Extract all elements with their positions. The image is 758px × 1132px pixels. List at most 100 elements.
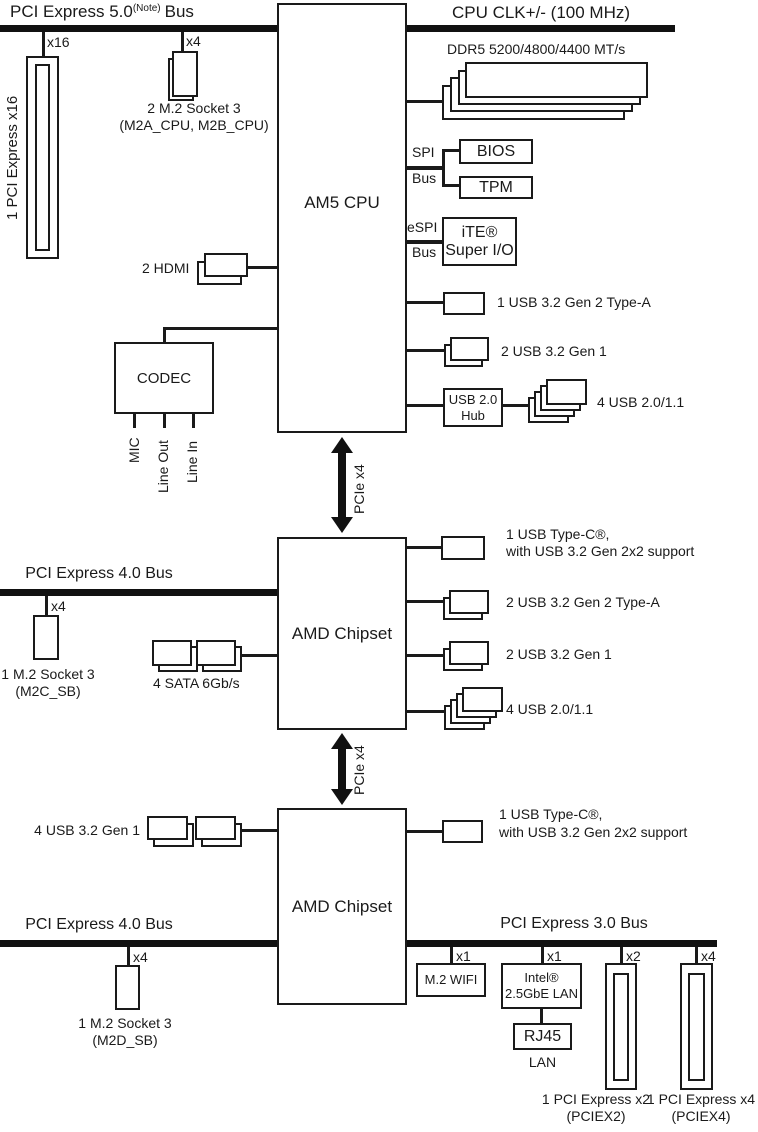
codec-label: CODEC bbox=[136, 369, 192, 387]
arrow-up-icon bbox=[331, 733, 353, 749]
bot-typec-line bbox=[407, 830, 442, 833]
pciex4-lane-label: x4 bbox=[701, 948, 716, 964]
pciex4-slot-inner bbox=[688, 973, 705, 1081]
espi-bus-word2: Bus bbox=[412, 244, 437, 260]
pcie5-bus-title-tail: Bus bbox=[164, 2, 194, 21]
m2d-stub-line bbox=[127, 947, 130, 965]
tpm-label: TPM bbox=[479, 178, 513, 196]
pcie4-bot-bus-title: PCI Express 4.0 Bus bbox=[25, 916, 173, 933]
arrow-down-icon bbox=[331, 517, 353, 533]
rj45-connect-line bbox=[540, 1009, 543, 1023]
cpu-clk-bus-title: CPU CLK+/- (100 MHz) bbox=[451, 3, 631, 22]
mic-line bbox=[133, 413, 136, 428]
bios-connect-line bbox=[445, 149, 459, 152]
pcie5-bus-title: PCI Express 5.0(Note)Bus bbox=[10, 2, 194, 22]
arrow-up-icon bbox=[331, 437, 353, 453]
mid-usb20-port-1 bbox=[462, 687, 503, 712]
m2c-lane-label: x4 bbox=[51, 598, 66, 614]
mid-typec-label-line2: with USB 3.2 Gen 2x2 support bbox=[506, 543, 695, 559]
wifi-label: M.2 WIFI bbox=[424, 972, 478, 987]
cpu-usb20-port-1 bbox=[546, 379, 587, 405]
pcie3-bus-bar bbox=[407, 940, 717, 947]
usb-hub-out-line bbox=[503, 404, 529, 407]
pciex4-label: 1 PCI Express x4 (PCIEX4) bbox=[645, 1091, 757, 1125]
pciex4-label-line1: 1 PCI Express x4 bbox=[646, 1091, 756, 1107]
superio-label-line1: iTE® bbox=[461, 223, 498, 241]
mic-label: MIC bbox=[126, 437, 142, 463]
cpu-usb-typea-line bbox=[407, 301, 443, 304]
pciex2-lane-label: x2 bbox=[626, 948, 641, 964]
mid-gen2a-line bbox=[407, 600, 443, 603]
pcie-x16-slot-inner bbox=[35, 64, 50, 251]
rj45-label: RJ45 bbox=[523, 1027, 562, 1045]
m2-cpu-lane-label: x4 bbox=[186, 33, 201, 49]
pciex2-stub-line bbox=[620, 947, 623, 963]
pciex4-label-line2: (PCIEX4) bbox=[671, 1108, 731, 1124]
m2d-lane-label: x4 bbox=[133, 949, 148, 965]
sata-port-1-front bbox=[152, 640, 192, 666]
mid-typec-port bbox=[441, 536, 485, 560]
m2d-label-line2: (M2D_SB) bbox=[92, 1032, 158, 1048]
pciex2-slot-inner bbox=[613, 973, 629, 1081]
lineout-line bbox=[163, 413, 166, 428]
mid-gen1-port-front bbox=[449, 641, 489, 665]
m2-cpu-socket-front bbox=[172, 51, 198, 97]
bot-gen1-label: 4 USB 3.2 Gen 1 bbox=[34, 822, 140, 838]
cpu-usb-gen1-line bbox=[407, 349, 444, 352]
hdmi-connect-line bbox=[248, 266, 277, 269]
mid-gen2a-label: 2 USB 3.2 Gen 2 Type-A bbox=[506, 594, 660, 610]
lan-port-label: LAN bbox=[528, 1054, 557, 1070]
mid-gen1-line bbox=[407, 654, 443, 657]
lan-chip-box: Intel®2.5GbE LAN bbox=[501, 963, 582, 1009]
chipset-mid-label: AMD Chipset bbox=[291, 623, 393, 643]
wifi-lane-label: x1 bbox=[456, 948, 471, 964]
wifi-stub-line bbox=[450, 947, 453, 963]
m2-cpu-stub-line bbox=[181, 32, 184, 51]
sata-label: 4 SATA 6Gb/s bbox=[153, 675, 240, 691]
cpu-usb-typea-label: 1 USB 3.2 Gen 2 Type-A bbox=[497, 294, 651, 310]
chipset-chipset-link-label: PCIe x4 bbox=[351, 745, 367, 795]
usb-hub-label-line2: Hub bbox=[461, 407, 485, 423]
bot-gen1-port-1-front bbox=[147, 816, 188, 840]
sata-port-2-front bbox=[196, 640, 236, 666]
mid-typec-line bbox=[407, 546, 441, 549]
superio-label-line2: Super I/O bbox=[445, 241, 514, 259]
chipset-bot-box: AMD Chipset bbox=[277, 808, 407, 1005]
m2c-label-line1: 1 M.2 Socket 3 bbox=[1, 666, 95, 682]
linein-line bbox=[192, 413, 195, 428]
wifi-box: M.2 WIFI bbox=[416, 963, 486, 997]
mid-gen1-label: 2 USB 3.2 Gen 1 bbox=[506, 646, 612, 662]
rj45-box: RJ45 bbox=[513, 1023, 572, 1050]
pcie-x16-stub-line bbox=[42, 32, 45, 56]
cpu-clk-bus-bar bbox=[407, 25, 675, 32]
usb-hub-line bbox=[407, 404, 443, 407]
codec-connect-line-v bbox=[163, 327, 166, 343]
pcie-x16-slot-label: 1 PCI Express x16 bbox=[4, 95, 21, 220]
chipset-chipset-link-arrow bbox=[330, 733, 354, 805]
lan-chip-label-line1: Intel® bbox=[524, 970, 559, 985]
pcie5-bus-title-main: PCI Express 5.0 bbox=[10, 2, 133, 21]
lan-stub-line bbox=[541, 947, 544, 963]
chipset-bot-label: AMD Chipset bbox=[291, 896, 393, 916]
cpu-chipset-link-arrow bbox=[330, 437, 354, 533]
pcie5-bus-note: (Note) bbox=[132, 3, 161, 14]
arrow-shaft bbox=[338, 749, 346, 789]
m2-cpu-label-line2: (M2A_CPU, M2B_CPU) bbox=[119, 117, 269, 133]
ddr5-connect-line bbox=[407, 100, 443, 103]
m2-cpu-label-line1: 2 M.2 Socket 3 bbox=[147, 100, 241, 116]
bot-typec-label-line2: with USB 3.2 Gen 2x2 support bbox=[499, 824, 688, 840]
cpu-label: AM5 CPU bbox=[304, 193, 380, 212]
tpm-connect-line bbox=[445, 184, 459, 187]
pcie5-bus-bar bbox=[0, 25, 277, 32]
arrow-down-icon bbox=[331, 789, 353, 805]
m2d-label-line1: 1 M.2 Socket 3 bbox=[78, 1015, 172, 1031]
espi-bus-word1: eSPI bbox=[407, 219, 438, 235]
hdmi-port-front bbox=[204, 253, 248, 277]
cpu-usb-typea-port bbox=[443, 292, 485, 315]
m2d-label: 1 M.2 Socket 3 (M2D_SB) bbox=[60, 1015, 190, 1049]
codec-box: CODEC bbox=[114, 342, 214, 414]
espi-bus-line bbox=[407, 240, 442, 244]
pciex2-label: 1 PCI Express x2 (PCIEX2) bbox=[540, 1091, 652, 1125]
